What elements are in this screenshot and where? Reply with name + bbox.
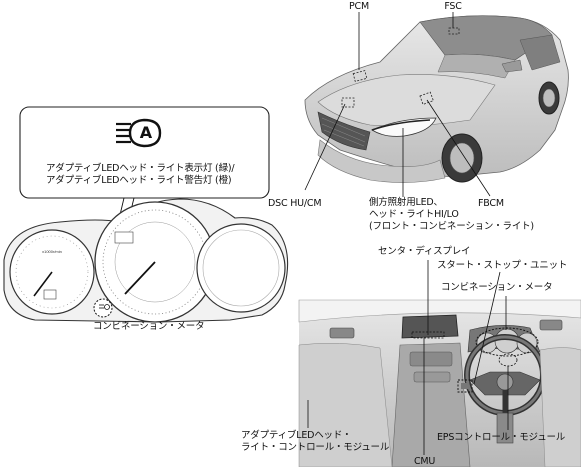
adaptive-headlight-icon-letter: A (139, 123, 153, 142)
label-dsc-hu-cm: DSC HU/CM (268, 198, 322, 209)
label-cmu: CMU (414, 456, 436, 467)
label-indicator-2: アダプティブLEDヘッド・ライト警告灯 (橙) (46, 175, 232, 186)
label-fbcm: FBCM (478, 198, 504, 209)
label-adaptive-module-2: ライト・コントロール・モジュール (241, 442, 390, 453)
label-combination-meter-left: コンビネーション・メータ (93, 321, 205, 332)
label-side-light-2: ヘッド・ライトHI/LO (369, 209, 459, 220)
dashboard-illustration (298, 299, 581, 467)
adaptive-headlight-icon (116, 118, 162, 148)
label-side-light-1: 側方照射用LED、 (369, 197, 443, 208)
label-side-light-3: (フロント・コンビネーション・ライト) (369, 221, 534, 232)
combination-meter-illustration: x1000r/min (3, 198, 289, 323)
label-indicator-1: アダプティブLEDヘッド・ライト表示灯 (緑)/ (46, 163, 235, 174)
label-start-stop-unit: スタート・ストップ・ユニット (437, 260, 568, 271)
label-fsc: FSC (444, 1, 462, 12)
label-combination-meter-right: コンビネーション・メータ (441, 282, 553, 293)
label-adaptive-module-1: アダプティブLEDヘッド・ (241, 430, 352, 441)
label-eps-control-module: EPSコントロール・モジュール (437, 432, 566, 443)
label-center-display: センタ・ディスプレイ (378, 246, 471, 257)
label-pcm: PCM (349, 1, 369, 12)
svg-text:x1000r/min: x1000r/min (42, 249, 62, 254)
leader-lines (304, 12, 509, 455)
car-illustration (304, 15, 569, 183)
indicator-callout (19, 106, 270, 296)
